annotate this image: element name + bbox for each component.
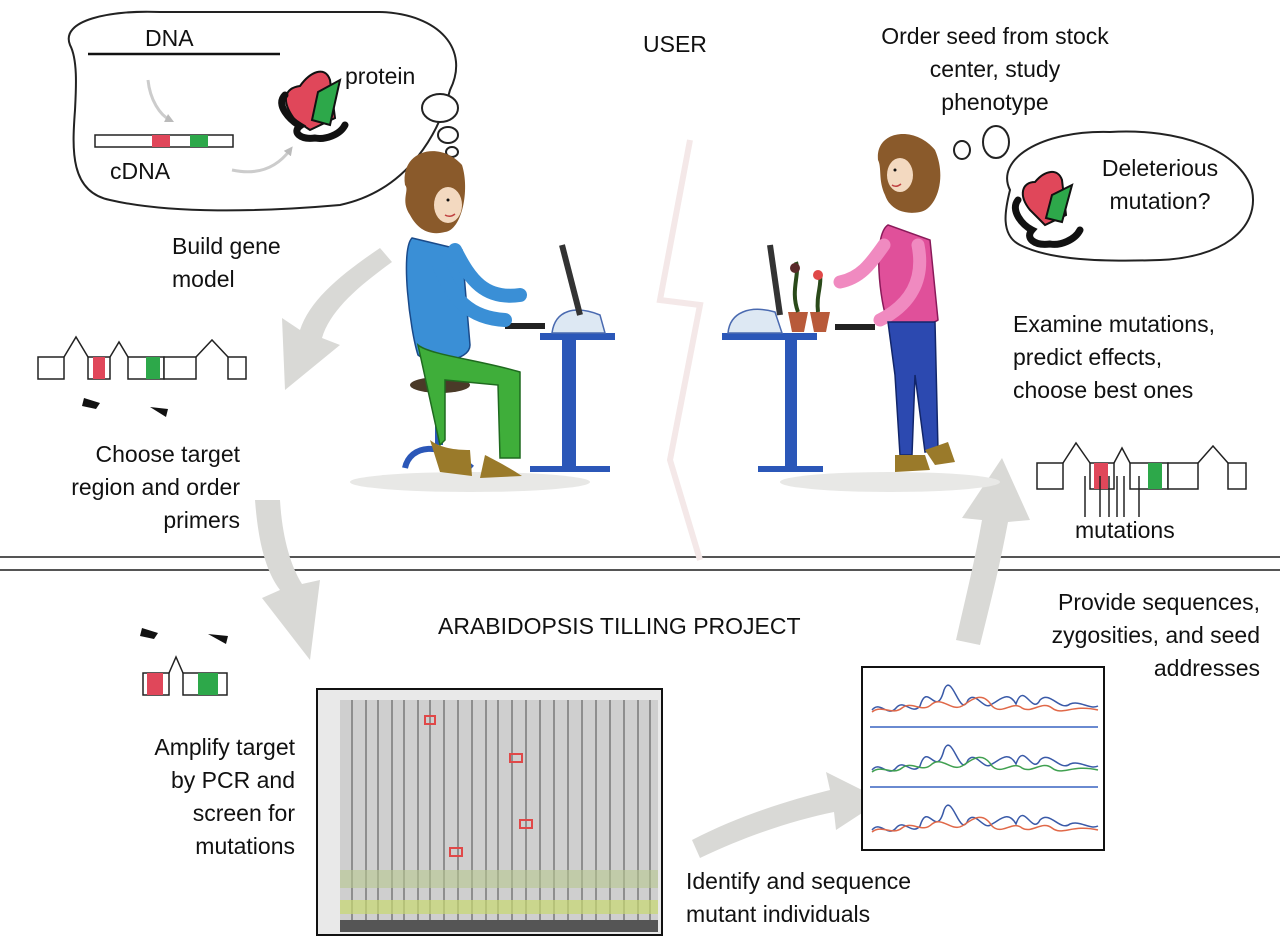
step-choose-region: Choose target region and order primers <box>40 438 240 537</box>
order-seed-line-2: center, study <box>929 56 1061 82</box>
section-title-project: ARABIDOPSIS TILLING PROJECT <box>438 613 801 639</box>
examine-line-2: predict effects, <box>1013 344 1163 370</box>
person-right-illustration <box>722 133 1000 492</box>
amplify-line-1: Amplify target <box>154 734 295 760</box>
step-build-model: Build gene model <box>172 230 281 296</box>
label-dna: DNA <box>145 25 194 51</box>
step-provide: Provide sequences, zygosities, and seed … <box>960 586 1260 685</box>
primer-icons-bottom <box>140 628 228 644</box>
order-seed-line-3: phenotype <box>941 89 1049 115</box>
provide-line-3: addresses <box>1153 655 1260 681</box>
amplify-line-2: by PCR and <box>170 767 295 793</box>
label-protein: protein <box>345 63 416 89</box>
build-model-line-2: model <box>172 266 235 292</box>
gene-model-right <box>1036 441 1247 490</box>
gene-model-left <box>37 335 247 380</box>
dna-to-cdna-arrow <box>146 79 175 123</box>
section-divider <box>0 556 1280 571</box>
lightning-bolt <box>656 139 704 561</box>
examine-line-1: Examine mutations, <box>1013 311 1215 337</box>
label-deleterious-question: Deleterious mutation? <box>1085 152 1235 218</box>
section-title-user: USER <box>643 31 707 57</box>
examine-line-3: choose best ones <box>1013 377 1194 403</box>
label-mutations: mutations <box>1075 517 1175 543</box>
identify-line-2: mutant individuals <box>686 901 871 927</box>
thought-bubble-right <box>953 125 1255 262</box>
question-line-1: Deleterious <box>1101 155 1219 181</box>
step-amplify: Amplify target by PCR and screen for mut… <box>100 731 295 863</box>
cdna-bar <box>94 134 234 148</box>
identify-line-1: Identify and sequence <box>686 868 912 894</box>
step-examine: Examine mutations, predict effects, choo… <box>1013 308 1215 407</box>
thought-bubble-left <box>67 10 459 212</box>
choose-region-line-1: Choose target <box>95 441 240 467</box>
provide-line-2: zygosities, and seed <box>1051 622 1260 648</box>
amplify-line-3: screen for <box>192 800 295 826</box>
amplify-line-4: mutations <box>195 833 295 859</box>
workflow-arrows <box>255 248 1030 858</box>
step-order-seed: Order seed from stock center, study phen… <box>845 20 1145 119</box>
label-cdna: cDNA <box>110 158 171 184</box>
step-identify: Identify and sequence mutant individuals <box>686 865 911 931</box>
sequence-traces-image <box>861 666 1105 851</box>
cdna-to-protein-arrow <box>231 146 293 174</box>
primer-icons-top <box>82 398 168 417</box>
protein-icon-right <box>1011 171 1084 248</box>
question-line-2: mutation? <box>1109 188 1211 214</box>
build-model-line-1: Build gene <box>172 233 281 259</box>
gel-image <box>316 688 663 936</box>
provide-line-1: Provide sequences, <box>1057 589 1260 615</box>
person-left-illustration <box>350 151 615 492</box>
choose-region-line-2: region and order <box>71 474 240 500</box>
mutation-ticks <box>1084 476 1140 517</box>
protein-icon-left <box>278 70 349 142</box>
target-region-model <box>142 655 228 696</box>
choose-region-line-3: primers <box>163 507 240 533</box>
order-seed-line-1: Order seed from stock <box>881 23 1109 49</box>
